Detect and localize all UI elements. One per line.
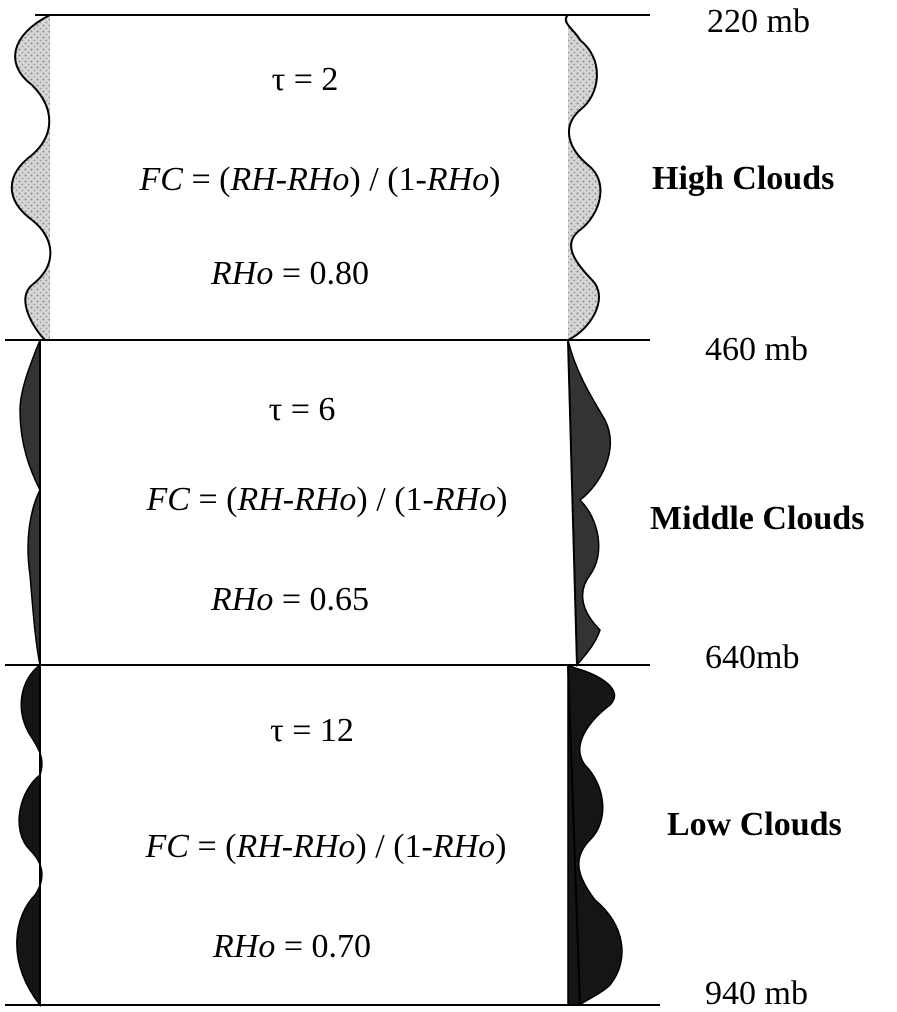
rh0-symbol: RHo xyxy=(210,581,274,618)
low-right-edge xyxy=(567,664,581,1006)
fc-denom: ) / (1- xyxy=(349,161,427,198)
fc-rh-diff: RH-RHo xyxy=(236,828,356,865)
high-right-wave-outline xyxy=(564,14,602,341)
fc-denom: ) / (1- xyxy=(356,481,434,518)
fc-rh-diff: RH-RHo xyxy=(237,481,357,518)
fc-equation-high: FC = (RH-RHo) / (1-RHo) xyxy=(140,163,501,197)
tau-high: τ = 2 xyxy=(271,61,339,98)
fc-rho: RHo xyxy=(426,161,490,198)
rh0-low: RHo = 0.70 xyxy=(213,930,371,964)
tau-low: τ = 12 xyxy=(270,712,354,749)
fc-rh-diff: RH-RHo xyxy=(230,161,350,198)
rh0-value: = 0.65 xyxy=(273,581,370,618)
layer-name-middle: Middle Clouds xyxy=(650,500,865,537)
fc-rho: RHo xyxy=(432,828,496,865)
low-right-wave-fill xyxy=(567,663,623,1006)
fc-eq-open: = ( xyxy=(182,161,231,198)
fc-rho: RHo xyxy=(433,481,497,518)
rh0-high: RHo = 0.80 xyxy=(211,257,369,291)
fc-eq-open: = ( xyxy=(189,481,238,518)
pressure-label-640: 640mb xyxy=(705,639,800,676)
high-left-wave-fill xyxy=(11,15,51,340)
pressure-label-460: 460 mb xyxy=(705,331,808,368)
layer-name-low: Low Clouds xyxy=(667,806,842,843)
pressure-label-220: 220 mb xyxy=(707,3,810,40)
fc-equation-low: FC = (RH-RHo) / (1-RHo) xyxy=(146,830,507,864)
pressure-label-940: 940 mb xyxy=(705,975,808,1012)
tau-middle: τ = 6 xyxy=(268,391,336,428)
middle-left-wave-fill xyxy=(19,339,41,666)
rh0-symbol: RHo xyxy=(212,928,276,965)
rh0-symbol: RHo xyxy=(210,255,274,292)
fc-close: ) xyxy=(495,828,507,865)
middle-right-wave-fill xyxy=(567,339,611,668)
fc-term: FC xyxy=(145,828,189,865)
rh0-value: = 0.80 xyxy=(273,255,370,292)
rh0-value: = 0.70 xyxy=(275,928,372,965)
fc-eq-open: = ( xyxy=(188,828,237,865)
rh0-middle: RHo = 0.65 xyxy=(211,583,369,617)
layer-name-high: High Clouds xyxy=(652,160,835,197)
fc-term: FC xyxy=(146,481,190,518)
middle-right-edge xyxy=(567,339,578,666)
fc-denom: ) / (1- xyxy=(355,828,433,865)
low-left-wave-fill xyxy=(16,663,43,1008)
fc-equation-middle: FC = (RH-RHo) / (1-RHo) xyxy=(147,483,508,517)
high-left-wave-outline xyxy=(10,14,52,341)
fc-close: ) xyxy=(489,161,501,198)
fc-close: ) xyxy=(496,481,508,518)
fc-term: FC xyxy=(139,161,183,198)
